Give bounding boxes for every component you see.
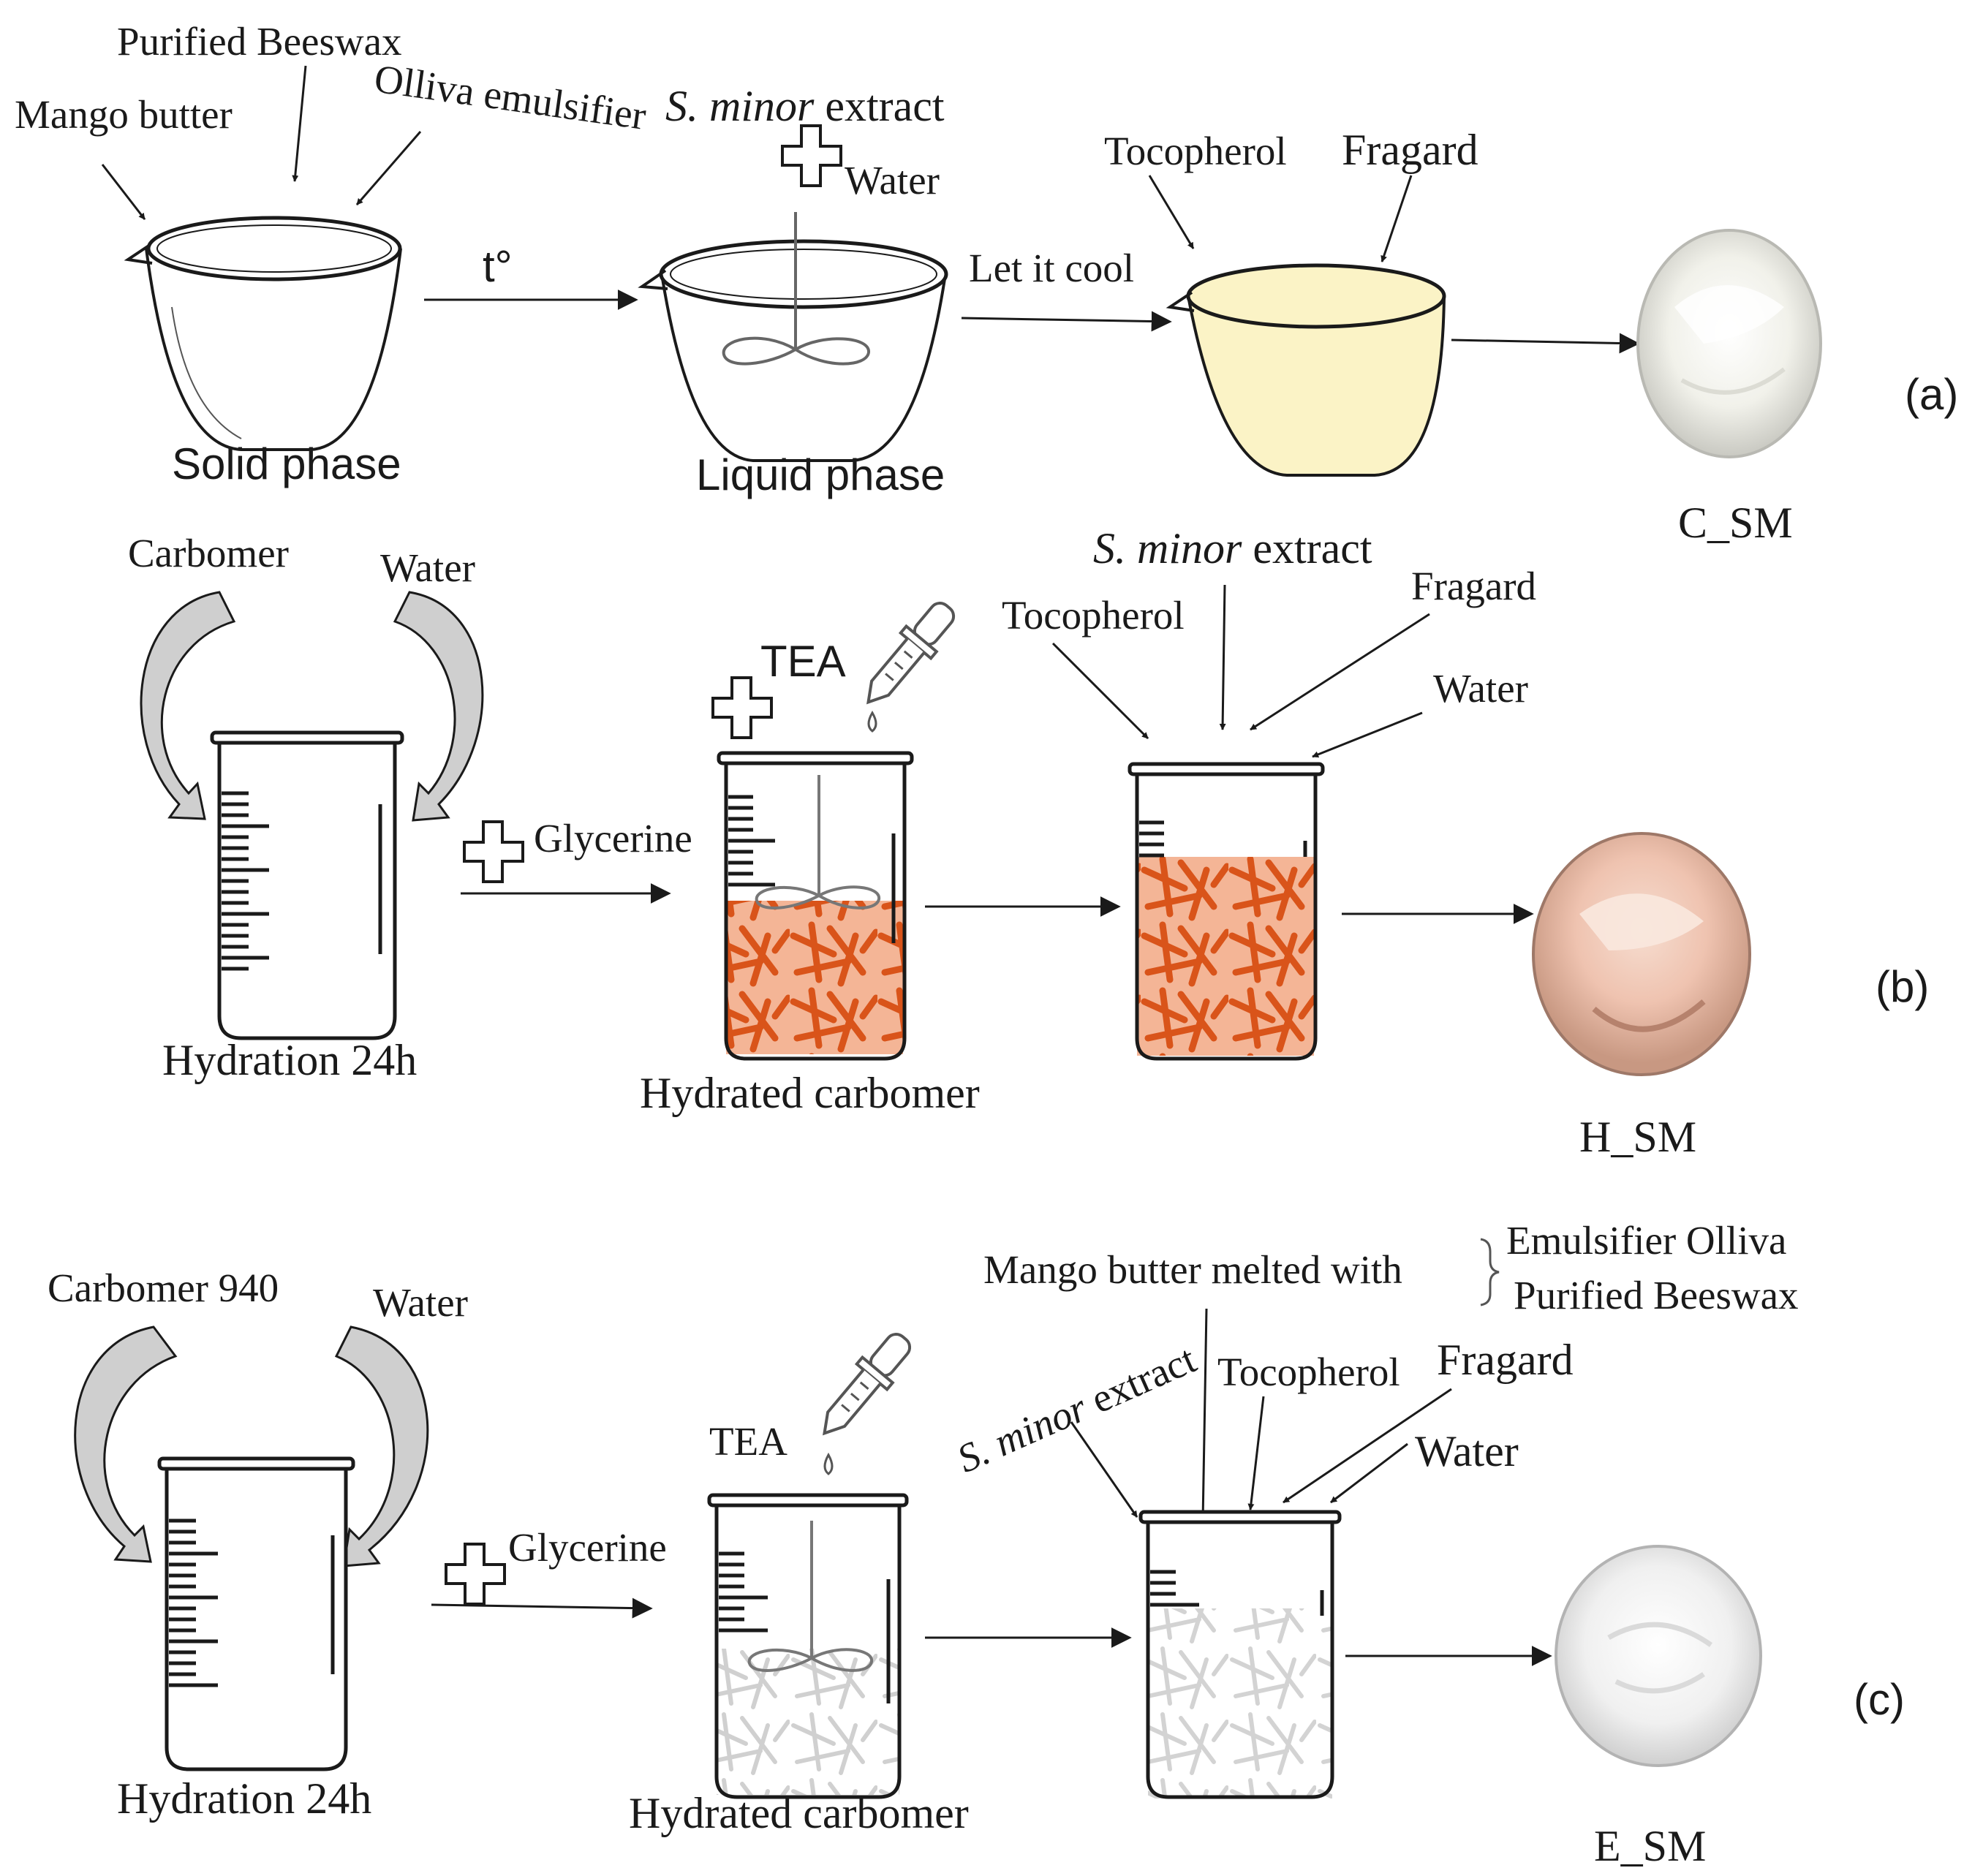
arrow-fragard-c: [1283, 1388, 1452, 1504]
brace: [1480, 1238, 1500, 1306]
arrow-tocopherol-c: [1247, 1396, 1265, 1510]
beaker-hydration-c: [157, 1456, 355, 1771]
label-mango-butter: Mango butter: [15, 92, 233, 137]
arrow-s-minor-c: [1070, 1421, 1138, 1518]
arrow-s-minor-b: [1219, 584, 1226, 730]
label-water-c: Water: [373, 1280, 468, 1325]
plus-icon: [463, 820, 524, 883]
beaker-hydrated-carbomer-c: [707, 1493, 909, 1799]
label-mango-melted: Mango butter melted with: [983, 1247, 1402, 1292]
label-let-it-cool: Let it cool: [969, 246, 1134, 290]
label-solid-phase: Solid phase: [172, 439, 401, 488]
arrow-olliva: [355, 131, 422, 205]
label-carbomer-940: Carbomer 940: [48, 1266, 279, 1310]
label-c-sm: C_SM: [1678, 499, 1793, 547]
panel-a: Purified Beeswax Mango butter Olliva emu…: [15, 19, 1958, 547]
arrow-mango-butter: [101, 164, 146, 220]
curved-arrow-carbomer-940: [74, 1325, 178, 1563]
label-water-c2: Water: [1415, 1427, 1519, 1475]
curved-arrow-carbomer: [140, 591, 236, 820]
label-fragard-a: Fragard: [1342, 126, 1478, 174]
label-hydration-c: Hydration 24h: [117, 1774, 371, 1823]
label-fragard-b: Fragard: [1411, 564, 1536, 608]
label-liquid-phase: Liquid phase: [696, 450, 945, 499]
plus-icon: [781, 124, 842, 187]
label-hydration-b: Hydration 24h: [162, 1036, 417, 1084]
arrow-fragard-a: [1380, 175, 1413, 262]
label-s-minor-extract-c: S. minor extract: [951, 1336, 1202, 1481]
arrow-tocopherol-b: [1051, 642, 1149, 740]
label-e-sm: E_SM: [1594, 1822, 1706, 1870]
label-glycerine-b: Glycerine: [534, 816, 692, 861]
beaker-mix-c: [1138, 1510, 1342, 1799]
label-glycerine-c: Glycerine: [508, 1525, 667, 1570]
label-carbomer: Carbomer: [128, 531, 289, 575]
product-photo-c-sm: [1636, 229, 1822, 458]
label-tocopherol-a: Tocopherol: [1104, 129, 1287, 173]
label-olliva-emulsifier: Olliva emulsifier: [371, 56, 649, 137]
label-heat: t°: [483, 242, 513, 291]
panel-tag-a: (a): [1905, 370, 1958, 419]
label-s-minor-extract-b: S. minor extract: [1093, 524, 1372, 572]
product-photo-h-sm: [1532, 832, 1751, 1076]
label-s-minor-extract-a: S. minor extract: [665, 82, 945, 130]
arrow-beeswax: [292, 65, 307, 182]
label-tocopherol-c: Tocopherol: [1217, 1350, 1400, 1394]
plus-icon: [445, 1543, 506, 1605]
mortar-bowl-solid: [124, 216, 402, 451]
arrow-glycerine-c: [431, 1597, 653, 1619]
mortar-bowl-liquid: [638, 212, 948, 462]
dropper-icon: [866, 602, 956, 733]
panel-c: Carbomer 940 Water Hydration 24h Glycer: [48, 1218, 1905, 1870]
arrow-cool: [961, 311, 1172, 332]
arrow-water-b: [1312, 711, 1423, 758]
arrow-tocopherol-a: [1148, 175, 1195, 249]
label-tocopherol-b: Tocopherol: [1002, 593, 1185, 638]
curved-arrow-water-b: [393, 591, 484, 822]
label-purified-beeswax-c: Purified Beeswax: [1514, 1273, 1799, 1317]
label-tea-b: TEA: [760, 637, 846, 686]
arrow-mango-c: [1199, 1308, 1208, 1521]
beaker-hydrated-carbomer-b: [717, 751, 914, 1061]
mortar-bowl-cooled: [1166, 263, 1446, 477]
curved-arrow-water-c: [334, 1325, 429, 1567]
label-tea-c: TEA: [709, 1419, 787, 1464]
arrow-water-c: [1330, 1442, 1408, 1504]
dropper-icon: [823, 1333, 912, 1475]
product-photo-e-sm: [1555, 1545, 1762, 1767]
panel-b: Carbomer Water Hydration 24h: [128, 524, 1929, 1161]
panel-tag-c: (c): [1854, 1675, 1905, 1724]
beaker-hydration-b: [210, 730, 404, 1040]
arrow-fragard-b: [1250, 613, 1430, 731]
plus-icon: [711, 676, 773, 739]
label-fragard-c: Fragard: [1437, 1336, 1574, 1384]
label-emulsifier-olliva: Emulsifier Olliva: [1506, 1218, 1786, 1263]
beaker-mix-b: [1128, 762, 1325, 1061]
label-hydrated-carbomer-c: Hydrated carbomer: [629, 1789, 969, 1837]
label-purified-beeswax: Purified Beeswax: [117, 19, 402, 64]
panel-tag-b: (b): [1876, 962, 1929, 1011]
label-h-sm: H_SM: [1579, 1113, 1696, 1161]
label-water-a: Water: [845, 158, 940, 203]
label-water-b2: Water: [1433, 666, 1528, 711]
arrow-to-product-a: [1451, 333, 1640, 354]
label-water-b: Water: [380, 545, 475, 590]
label-hydrated-carbomer-b: Hydrated carbomer: [640, 1069, 980, 1117]
